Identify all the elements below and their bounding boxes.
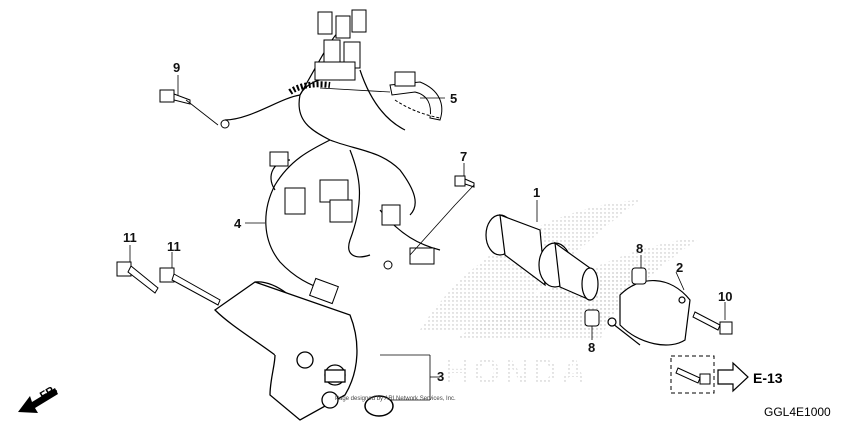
bolt-10 [692,311,733,335]
callout-4: 4 [234,216,242,231]
callout-11-right: 11 [167,239,181,254]
bolt-9 [159,89,191,105]
callout-5: 5 [450,91,458,106]
callout-2: 2 [676,260,684,275]
connector-cluster [220,9,435,305]
o-ring [364,395,394,417]
callout-7: 7 [460,149,468,164]
reference-bolt [675,367,711,385]
callout-8-upper: 8 [636,241,644,256]
starter-motor [213,281,358,421]
callout-3: 3 [437,369,445,384]
harness-clamp [389,71,443,121]
reference-arrow[interactable] [717,361,749,393]
bolt-7 [454,175,475,188]
honda-watermark-text: HONDA [445,353,590,391]
callout-10: 10 [718,289,733,304]
copyright-notice: Page designed by ARI Network Services, I… [335,396,456,402]
callout-1: 1 [533,185,541,200]
figure-code: GGL4E1000 [764,405,831,419]
reference-label[interactable]: E-13 [753,370,783,386]
callout-11-left: 11 [123,230,137,245]
leader-lines [129,75,726,401]
callout-9: 9 [173,60,181,75]
callout-8-lower: 8 [588,340,596,355]
bolts-11 [116,261,221,306]
dowel-pins [584,267,647,327]
starter-pinion-assembly [485,214,599,301]
reference-box [670,355,715,394]
front-arrow-icon [18,388,58,413]
